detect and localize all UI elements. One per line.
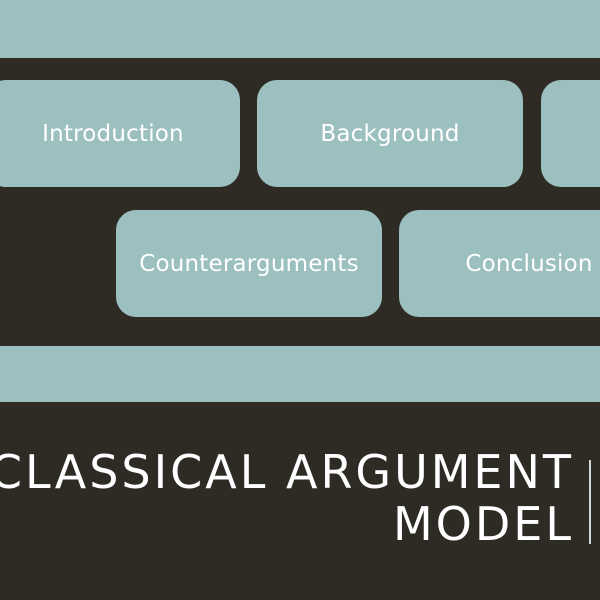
introduction-label: Introduction (42, 120, 184, 147)
title-divider (589, 460, 591, 544)
counterarguments-box[interactable]: Counterarguments (116, 210, 382, 317)
title-line-2: MODEL (392, 497, 574, 551)
conclusion-box[interactable]: Conclusion (399, 210, 600, 317)
background-label: Background (320, 120, 460, 147)
introduction-box[interactable]: Introduction (0, 80, 240, 187)
counterarguments-label: Counterarguments (139, 250, 359, 277)
slide-title: CLASSICAL ARGUMENT MODEL (0, 446, 574, 550)
partial-box[interactable] (541, 80, 600, 187)
title-line-1: CLASSICAL ARGUMENT (0, 445, 574, 499)
background-box[interactable]: Background (257, 80, 523, 187)
top-accent-band (0, 0, 600, 58)
conclusion-label: Conclusion (465, 250, 593, 277)
bottom-accent-band (0, 346, 600, 402)
